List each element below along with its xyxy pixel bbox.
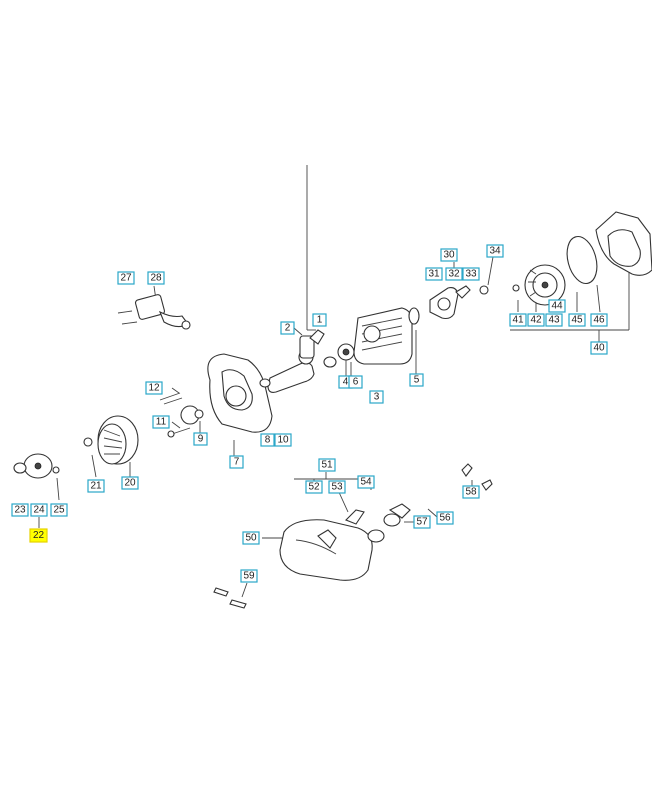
callout-45[interactable]: 45 xyxy=(568,313,586,327)
part-starter-assembly xyxy=(512,211,652,306)
callout-label: 4 xyxy=(343,377,349,388)
callout-label: 20 xyxy=(124,478,136,489)
part-flywheel xyxy=(83,415,139,465)
callout-label: 9 xyxy=(198,434,204,445)
callout-33[interactable]: 33 xyxy=(462,267,480,281)
callout-58[interactable]: 58 xyxy=(462,485,480,499)
callout-46[interactable]: 46 xyxy=(590,313,608,327)
callout-label: 51 xyxy=(321,460,333,471)
callout-40[interactable]: 40 xyxy=(590,341,608,355)
callout-1[interactable]: 1 xyxy=(312,313,327,327)
callout-51[interactable]: 51 xyxy=(318,458,336,472)
callout-59[interactable]: 59 xyxy=(240,569,258,583)
callout-32[interactable]: 32 xyxy=(445,267,463,281)
callout-3[interactable]: 3 xyxy=(369,390,384,404)
callout-label: 11 xyxy=(156,417,167,428)
callout-label: 5 xyxy=(414,375,420,386)
callout-label: 53 xyxy=(331,482,343,493)
callout-34[interactable]: 34 xyxy=(486,244,504,258)
callout-label: 45 xyxy=(571,315,583,326)
callout-label: 10 xyxy=(277,435,289,446)
part-screws-and-spark-plug xyxy=(159,392,191,438)
callout-label: 2 xyxy=(285,323,291,334)
callout-label: 44 xyxy=(551,301,563,312)
callout-53[interactable]: 53 xyxy=(328,480,346,494)
callout-label: 41 xyxy=(512,315,524,326)
callout-21[interactable]: 21 xyxy=(87,479,105,493)
part-cylinder xyxy=(353,307,420,365)
callout-56[interactable]: 56 xyxy=(436,511,454,525)
callout-label: 57 xyxy=(416,517,428,528)
callout-24[interactable]: 24 xyxy=(30,503,48,517)
callout-label: 46 xyxy=(593,315,605,326)
callout-label: 43 xyxy=(548,315,560,326)
callout-7[interactable]: 7 xyxy=(229,455,244,469)
callout-label: 6 xyxy=(353,377,359,388)
callout-label: 1 xyxy=(317,315,323,326)
callout-52[interactable]: 52 xyxy=(305,480,323,494)
callout-label: 42 xyxy=(530,315,542,326)
callout-label: 24 xyxy=(33,505,45,516)
callout-20[interactable]: 20 xyxy=(121,476,139,490)
callout-10[interactable]: 10 xyxy=(274,433,292,447)
part-crankcase xyxy=(180,353,273,433)
callout-6[interactable]: 6 xyxy=(348,375,363,389)
callout-2[interactable]: 2 xyxy=(280,321,295,335)
callout-41[interactable]: 41 xyxy=(509,313,527,327)
callout-label: 34 xyxy=(489,246,501,257)
callout-30[interactable]: 30 xyxy=(440,248,458,262)
callout-label: 8 xyxy=(265,435,271,446)
callout-label: 28 xyxy=(150,273,162,284)
callout-label: 22 xyxy=(33,530,45,541)
callout-label: 21 xyxy=(90,481,102,492)
callout-11[interactable]: 11 xyxy=(152,415,170,429)
callout-44[interactable]: 44 xyxy=(548,299,566,313)
callout-57[interactable]: 57 xyxy=(413,515,431,529)
callout-label: 58 xyxy=(465,487,477,498)
callout-23[interactable]: 23 xyxy=(11,503,29,517)
callout-12[interactable]: 12 xyxy=(145,381,163,395)
part-fuel-tank xyxy=(213,463,493,609)
callout-label: 33 xyxy=(465,269,477,280)
callout-label: 32 xyxy=(448,269,460,280)
callout-5[interactable]: 5 xyxy=(409,373,424,387)
callout-label: 7 xyxy=(234,457,240,468)
callout-label: 56 xyxy=(439,513,451,524)
callout-label: 50 xyxy=(245,533,257,544)
callout-54[interactable]: 54 xyxy=(357,475,375,489)
callout-label: 31 xyxy=(428,269,440,280)
callout-25[interactable]: 25 xyxy=(50,503,68,517)
callout-label: 40 xyxy=(593,343,605,354)
callout-22[interactable]: 22 xyxy=(29,528,48,543)
part-ignition-coil xyxy=(117,294,191,330)
callout-label: 59 xyxy=(243,571,255,582)
callout-label: 30 xyxy=(443,250,455,261)
callout-label: 23 xyxy=(14,505,26,516)
callout-9[interactable]: 9 xyxy=(193,432,208,446)
callout-label: 27 xyxy=(120,273,132,284)
callout-43[interactable]: 43 xyxy=(545,313,563,327)
callout-8[interactable]: 8 xyxy=(260,433,275,447)
callout-50[interactable]: 50 xyxy=(242,531,260,545)
callout-label: 25 xyxy=(53,505,65,516)
callout-27[interactable]: 27 xyxy=(117,271,135,285)
part-clutch xyxy=(13,453,60,479)
callout-label: 52 xyxy=(308,482,320,493)
part-carburetor xyxy=(429,285,489,320)
callout-label: 3 xyxy=(374,392,380,403)
callout-label: 54 xyxy=(360,477,372,488)
callout-31[interactable]: 31 xyxy=(425,267,443,281)
callout-28[interactable]: 28 xyxy=(147,271,165,285)
callout-label: 12 xyxy=(148,383,160,394)
part-crankshaft xyxy=(259,329,355,393)
callout-42[interactable]: 42 xyxy=(527,313,545,327)
